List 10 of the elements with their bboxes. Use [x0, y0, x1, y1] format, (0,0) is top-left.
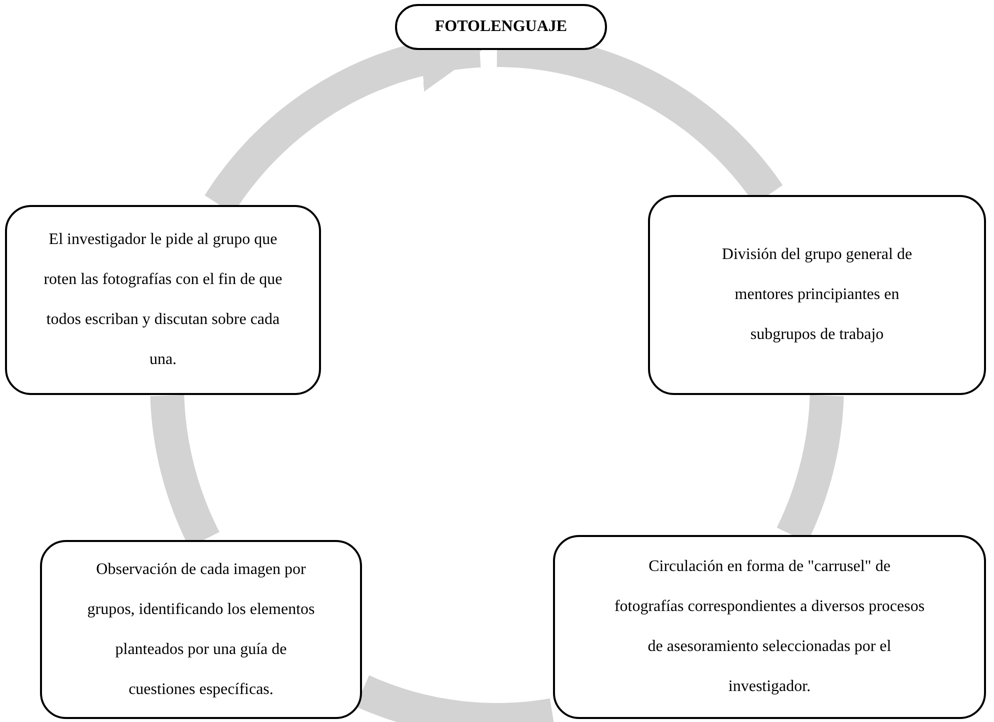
process-box	[648, 195, 986, 395]
step-text: Observación de cada imagen por grupos, identificando los elementos planteados por una guía de cuestiones específicas.	[86, 560, 316, 700]
step-text: El investigador le pide al grupo que roten las fotografías con el fin de que todos escriban y discutan sobre cada una.	[42, 230, 284, 370]
process-box	[40, 540, 362, 719]
process-box	[553, 535, 986, 719]
step-text: División del grupo general de mentores principiantes en subgrupos de trabajo	[720, 245, 914, 345]
title-box	[395, 4, 607, 50]
step-text: Circulación en forma de "carrusel" de fotografías correspondientes a diversos procesos de asesoramiento seleccionadas por el investigador.	[613, 557, 926, 697]
process-box	[5, 205, 321, 395]
title-text: FOTOLENGUAJE	[434, 17, 568, 37]
